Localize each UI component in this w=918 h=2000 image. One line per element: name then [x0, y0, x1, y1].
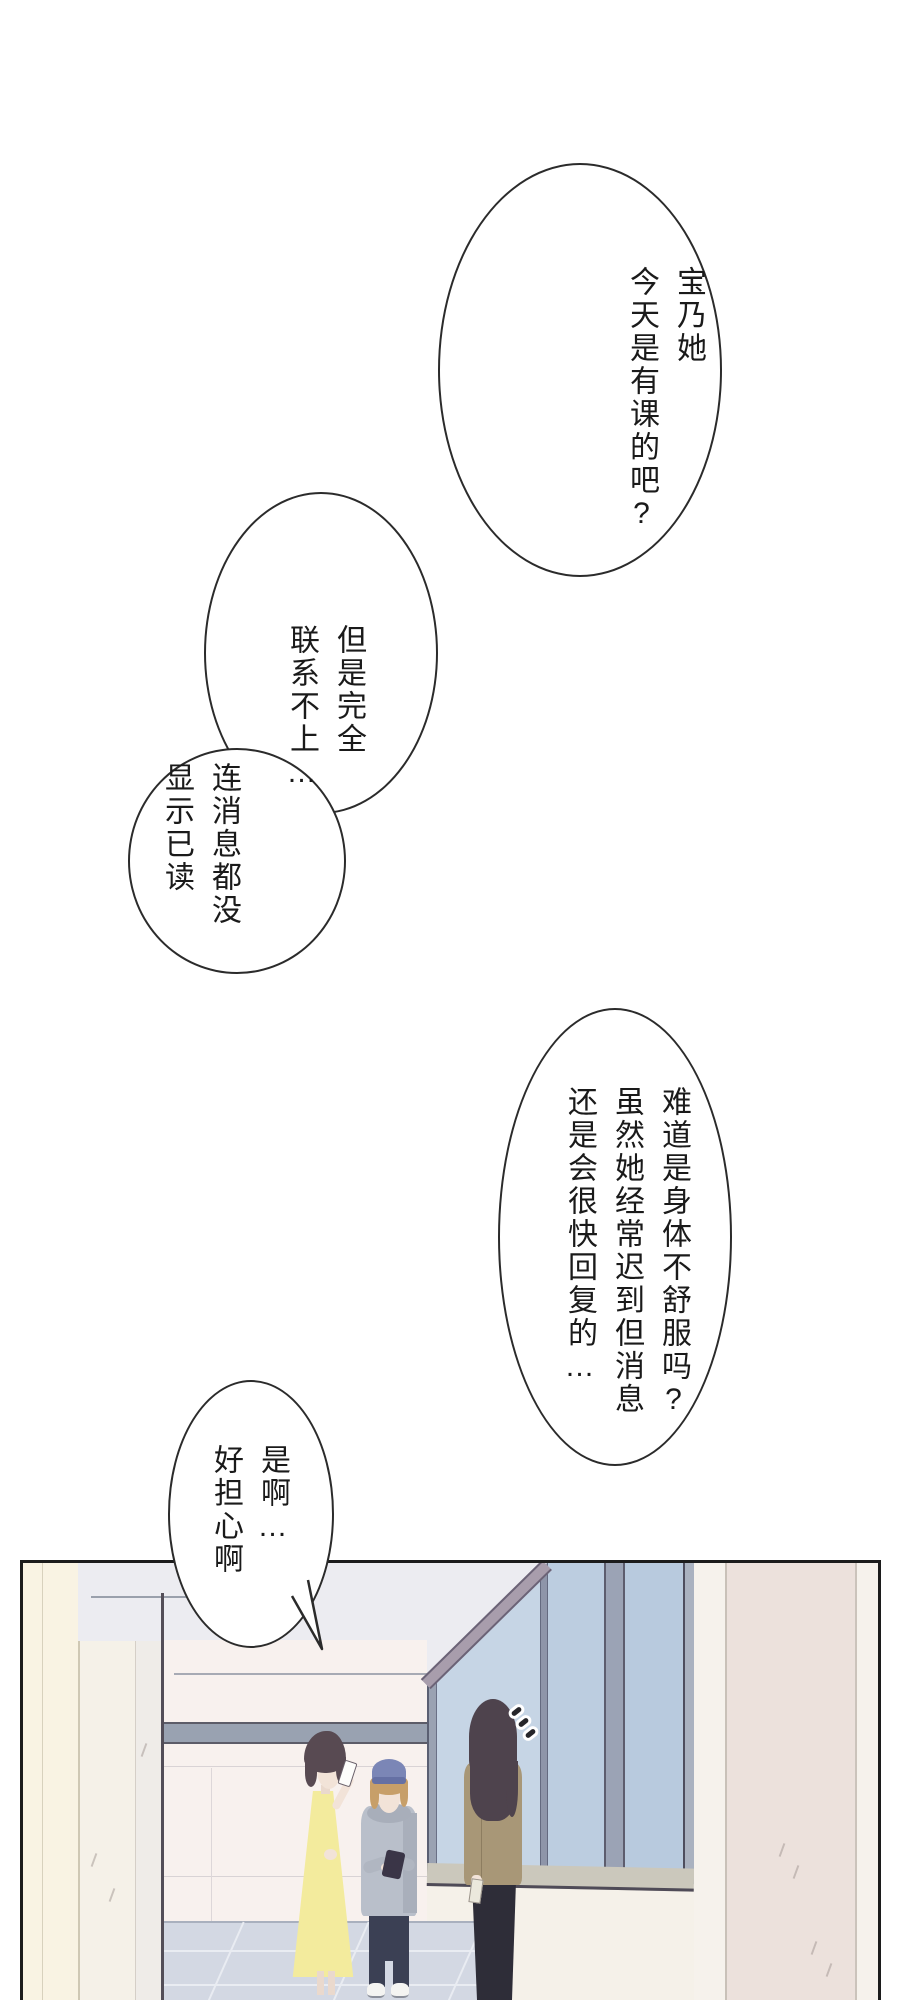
bubble-3-column-1: 连消息都没: [207, 762, 240, 927]
bubble-1-column-2: 今天是有课的吧?: [625, 266, 658, 533]
floor-tile-joint: [205, 1921, 245, 2000]
speech-bubble-4: [498, 1008, 732, 1466]
startle-mark-icon: [517, 1717, 530, 1728]
window-mullion: [540, 1563, 548, 1881]
wall-seam-line: [42, 1563, 43, 2000]
bubble-4-column-3: 还是会很快回复的…: [563, 1086, 596, 1386]
wall-line: [164, 1766, 427, 1767]
startle-mark-icon: [524, 1728, 537, 1739]
kid-hood: [367, 1803, 411, 1823]
bubble-1-column-1: 宝乃她: [672, 266, 705, 365]
woman-leg: [328, 1971, 335, 1995]
kid-leg-gap: [385, 1961, 393, 1987]
wall-left-cream: [23, 1563, 80, 2000]
bubble-3-column-2: 显示已读: [160, 762, 193, 894]
speech-bubble-5-text: 是啊… 好担心啊: [202, 1444, 296, 1594]
wall-right-edge: [857, 1563, 878, 2000]
kid-hair-lock: [370, 1785, 379, 1809]
kid-shoe: [391, 1983, 409, 1998]
speech-bubble-2-text: 但是完全 联系不上…: [278, 624, 372, 844]
bubble-2-column-1: 但是完全: [332, 624, 365, 756]
speech-bubble-4-text: 难道是身体不舒服吗? 虽然她经常迟到但消息 还是会很快回复的…: [556, 1086, 697, 1438]
woman-hair-lock: [305, 1759, 317, 1787]
bubble-4-column-2: 虽然她经常迟到但消息: [610, 1086, 643, 1416]
transom-band: [164, 1722, 427, 1744]
wall-right-beige-panel: [727, 1563, 857, 2000]
speech-bubble-3: [128, 748, 346, 974]
speech-bubble-5-tail: [290, 1579, 324, 1651]
bubble-5-column-2: 好担心啊: [209, 1444, 242, 1576]
kid-hair-lock: [400, 1785, 408, 1807]
doorway-frame-line: [161, 1593, 164, 2000]
wall-line: [211, 1768, 212, 1923]
bubble-5-column-1: 是啊…: [256, 1444, 289, 1546]
woman-leg: [317, 1971, 324, 1995]
wall-line: [174, 1673, 427, 1675]
speech-bubble-1-text: 宝乃她 今天是有课的吧?: [618, 266, 712, 566]
woman-neck: [321, 1785, 330, 1794]
window-mullion: [427, 1679, 437, 1881]
kid-shoe: [367, 1983, 385, 1998]
window-mullion: [604, 1563, 625, 1881]
wall-right-offwhite: [694, 1563, 727, 2000]
startle-marks: [510, 1706, 551, 1749]
window-pane: [621, 1563, 683, 1881]
tall-person-hair-strand: [506, 1761, 518, 1817]
tall-person-shirt-seam: [481, 1773, 482, 1878]
speech-bubble-3-text: 连消息都没 显示已读: [153, 762, 247, 967]
speech-bubble-1: [438, 163, 722, 577]
woman-hand: [324, 1849, 337, 1860]
kid-beanie-brim: [372, 1777, 406, 1784]
bubble-2-column-2: 联系不上…: [285, 624, 318, 792]
panel-hallway-scene: [20, 1560, 881, 2000]
wall-line: [164, 1876, 427, 1877]
window-pane: [546, 1563, 608, 1881]
bubble-4-column-1: 难道是身体不舒服吗?: [657, 1086, 690, 1419]
